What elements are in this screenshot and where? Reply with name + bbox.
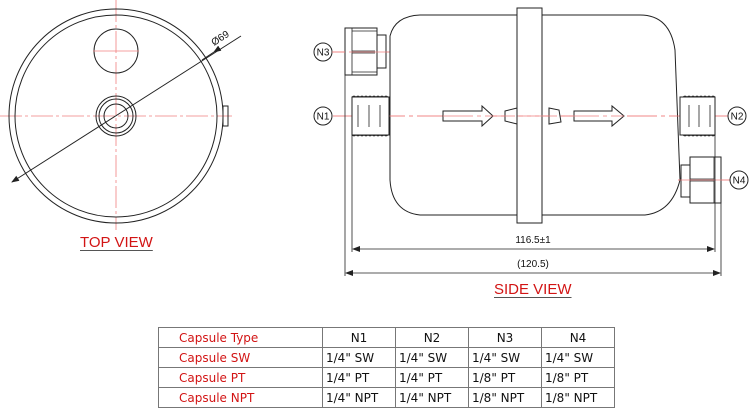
- cell-n4: 1/4" SW: [541, 347, 615, 368]
- cell-n3: 1/4" SW: [468, 347, 542, 368]
- top-view: Ø69: [0, 0, 242, 230]
- side-view-label: SIDE VIEW: [494, 281, 572, 298]
- svg-text:N1: N1: [317, 112, 330, 123]
- dimension-inner-text: 116.5±1: [515, 235, 551, 246]
- cell-n4: 1/8" NPT: [541, 387, 615, 408]
- n1-fitting: [351, 95, 390, 137]
- capsule-spec-table: Capsule Type N1 N2 N3 N4 Capsule SW 1/4"…: [158, 327, 615, 408]
- cell-n1: 1/4" NPT: [322, 387, 396, 408]
- callout-n2: N2: [727, 106, 747, 126]
- n2-fitting: [679, 95, 716, 137]
- cell-n3: 1/8" NPT: [468, 387, 542, 408]
- callout-n3: N3: [313, 42, 345, 62]
- svg-text:N2: N2: [731, 112, 744, 123]
- header-n4: N4: [541, 327, 615, 348]
- cell-n1: 1/4" SW: [322, 347, 396, 368]
- cell-n3: 1/8" PT: [468, 367, 542, 388]
- n3-fitting: [344, 27, 389, 76]
- svg-text:N3: N3: [317, 48, 330, 59]
- top-view-centerlines: [0, 0, 232, 230]
- top-view-center-port: [95, 95, 137, 137]
- header-capsule-type: Capsule Type: [158, 327, 323, 348]
- cell-n2: 1/4" SW: [395, 347, 469, 368]
- table-row: Capsule NPT 1/4" NPT 1/4" NPT 1/8" NPT 1…: [158, 387, 615, 408]
- row-type: Capsule SW: [158, 347, 323, 368]
- header-n2: N2: [395, 327, 469, 348]
- callout-n1: N1: [313, 106, 333, 126]
- side-view: N3 N1 N2 N4 116.5±1 (120.5): [313, 7, 749, 276]
- cell-n2: 1/4" NPT: [395, 387, 469, 408]
- capsule-flange: [516, 7, 543, 224]
- top-view-label: TOP VIEW: [80, 234, 153, 251]
- cell-n2: 1/4" PT: [395, 367, 469, 388]
- header-n3: N3: [468, 327, 542, 348]
- callout-n4: N4: [729, 170, 749, 190]
- svg-text:N4: N4: [733, 176, 746, 187]
- diameter-dimension-line: [11, 35, 242, 183]
- row-type: Capsule PT: [158, 367, 323, 388]
- row-type: Capsule NPT: [158, 387, 323, 408]
- dimension-outer-text: (120.5): [517, 259, 549, 270]
- top-view-inner-circle: [14, 14, 218, 218]
- diameter-dimension-text: Ø69: [210, 29, 232, 49]
- n4-fitting: [678, 156, 730, 204]
- table-row: Capsule SW 1/4" SW 1/4" SW 1/4" SW 1/4" …: [158, 347, 615, 368]
- top-view-side-tab: [222, 105, 229, 127]
- cell-n1: 1/4" PT: [322, 367, 396, 388]
- header-n1: N1: [322, 327, 396, 348]
- table-row: Capsule PT 1/4" PT 1/4" PT 1/8" PT 1/8" …: [158, 367, 615, 388]
- cell-n4: 1/8" PT: [541, 367, 615, 388]
- table-header-row: Capsule Type N1 N2 N3 N4: [158, 327, 615, 348]
